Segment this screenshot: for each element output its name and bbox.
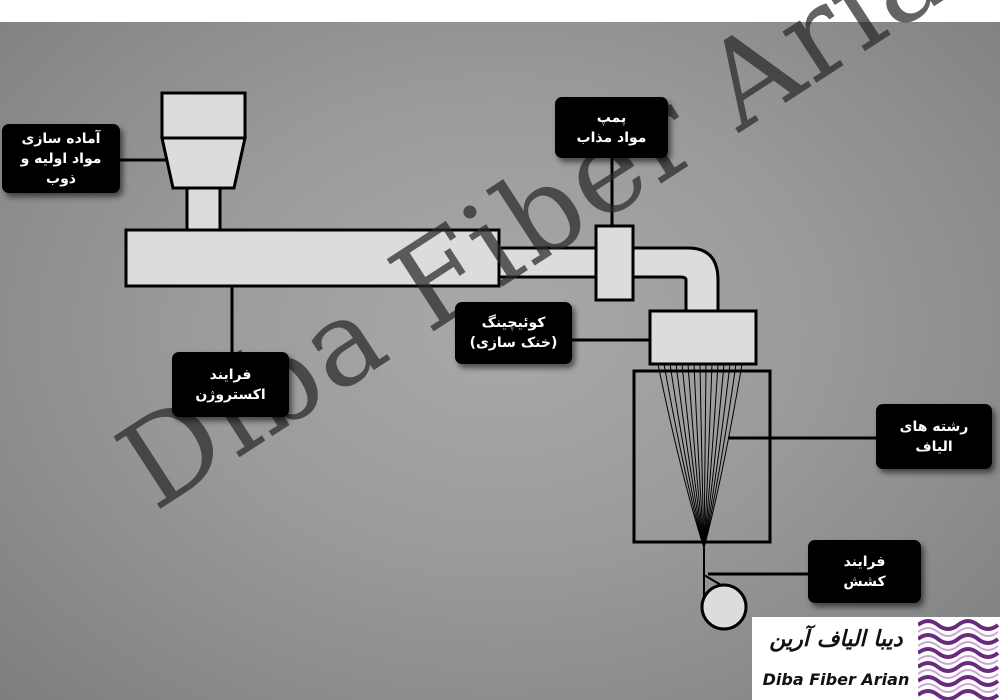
fiber-filament <box>703 363 731 549</box>
melt-pump <box>594 224 635 302</box>
fiber-filament <box>703 363 707 549</box>
label-raw-material-prep: آماده سازی مواد اولیه و ذوب <box>2 124 120 193</box>
fiber-filament <box>703 363 719 549</box>
logo-wave-icon <box>918 617 1000 700</box>
label-extrusion: فرایند اکستروژن <box>172 352 289 417</box>
fiber-filaments <box>657 363 743 549</box>
fiber-filament <box>669 363 705 549</box>
company-logo: دیبا الیاف آرین Diba Fiber Arian <box>752 617 1000 700</box>
fiber-filament <box>681 363 705 549</box>
label-melt-pump: پمپ مواد مذاب <box>555 97 668 158</box>
fiber-filament <box>693 363 705 549</box>
fiber-filament <box>703 363 713 549</box>
logo-persian-text: دیبا الیاف آرین <box>769 627 903 652</box>
fiber-filament <box>675 363 705 549</box>
fiber-filament <box>687 363 705 549</box>
fiber-filament <box>703 363 725 549</box>
label-fibers: رشته های الیاف <box>876 404 992 469</box>
fiber-filament <box>703 363 743 549</box>
fiber-filament <box>657 363 705 549</box>
spinneret <box>648 309 758 366</box>
drawing-roll <box>700 583 748 631</box>
logo-english-text: Diba Fiber Arian <box>762 670 910 689</box>
label-quenching: کوئیچینگ (خنک سازی) <box>455 302 572 364</box>
label-drawing: فرایند کشش <box>808 540 921 603</box>
hopper <box>160 91 247 232</box>
extruder-barrel <box>124 228 501 288</box>
fiber-filament <box>699 363 705 549</box>
fiber-filament <box>663 363 705 549</box>
fiber-filament <box>703 363 737 549</box>
